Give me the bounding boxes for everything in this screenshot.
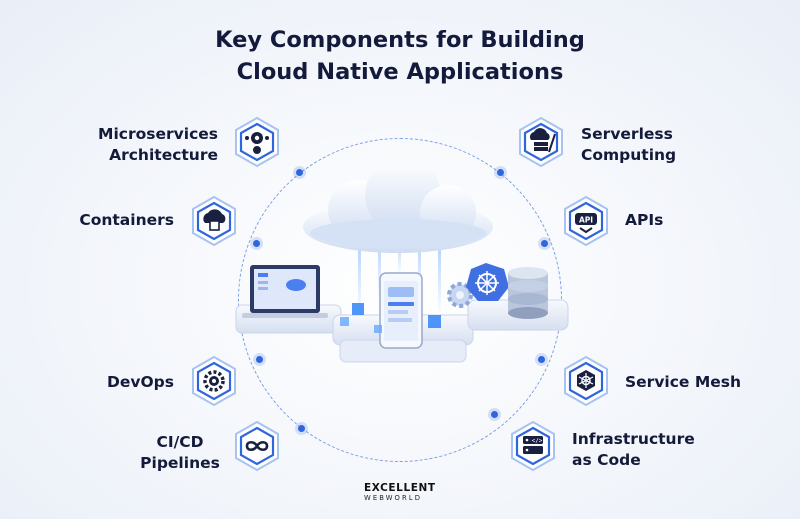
brand-logo: EXCELLENT WEBWORLD: [364, 483, 436, 503]
label-infrastructure: Infrastructure as Code: [572, 430, 695, 469]
connector-dot: [256, 356, 263, 363]
connector-dot: [253, 240, 260, 247]
connector-dot: [296, 169, 303, 176]
containers-icon: [192, 195, 236, 247]
laptop-icon: [242, 265, 328, 318]
microservices-icon: [235, 116, 279, 168]
svg-text:API: API: [579, 216, 593, 225]
page-title: Key Components for Building Cloud Native…: [0, 24, 800, 88]
cloud-icon: [303, 165, 493, 253]
cube-icon: [340, 303, 441, 333]
connector-dot: [497, 169, 504, 176]
connector-dot: [491, 411, 498, 418]
service-mesh-node: [560, 355, 612, 407]
serverless-icon: [519, 116, 563, 168]
logo-line-2: WEBWORLD: [364, 494, 423, 502]
svg-text:</>: </>: [532, 438, 543, 445]
serverless-node: [515, 116, 567, 168]
api-node: API: [560, 195, 612, 247]
label-cicd: CI/CD Pipelines: [140, 433, 220, 472]
service-mesh-icon: [564, 355, 608, 407]
label-containers: Containers: [79, 211, 174, 229]
connector-dot: [541, 240, 548, 247]
connector-dot: [538, 356, 545, 363]
connector-dot: [298, 425, 305, 432]
cloud-native-illustration: [228, 165, 578, 380]
label-microservices: Microservices Architecture: [98, 125, 218, 164]
api-icon: API: [564, 195, 608, 247]
label-serverless: Serverless Computing: [581, 125, 677, 164]
infrastructure-node: </>: [507, 420, 559, 472]
devops-node: [188, 355, 240, 407]
containers-node: [188, 195, 240, 247]
label-service-mesh: Service Mesh: [625, 373, 742, 391]
logo-line-1: EXCELLENT: [364, 482, 436, 494]
label-apis: APIs: [625, 211, 664, 229]
title-line-2: Cloud Native Applications: [236, 59, 564, 85]
cicd-icon: [235, 420, 279, 472]
cicd-node: [231, 420, 283, 472]
title-line-1: Key Components for Building: [215, 27, 585, 53]
devops-icon: [192, 355, 236, 407]
infrastructure-icon: </>: [511, 420, 555, 472]
smartphone-icon: [379, 272, 423, 349]
kubernetes-icon: [466, 263, 509, 301]
label-devops: DevOps: [107, 373, 174, 391]
microservices-node: [231, 116, 283, 168]
gear-icon: [447, 282, 473, 308]
database-icon: [508, 267, 548, 319]
